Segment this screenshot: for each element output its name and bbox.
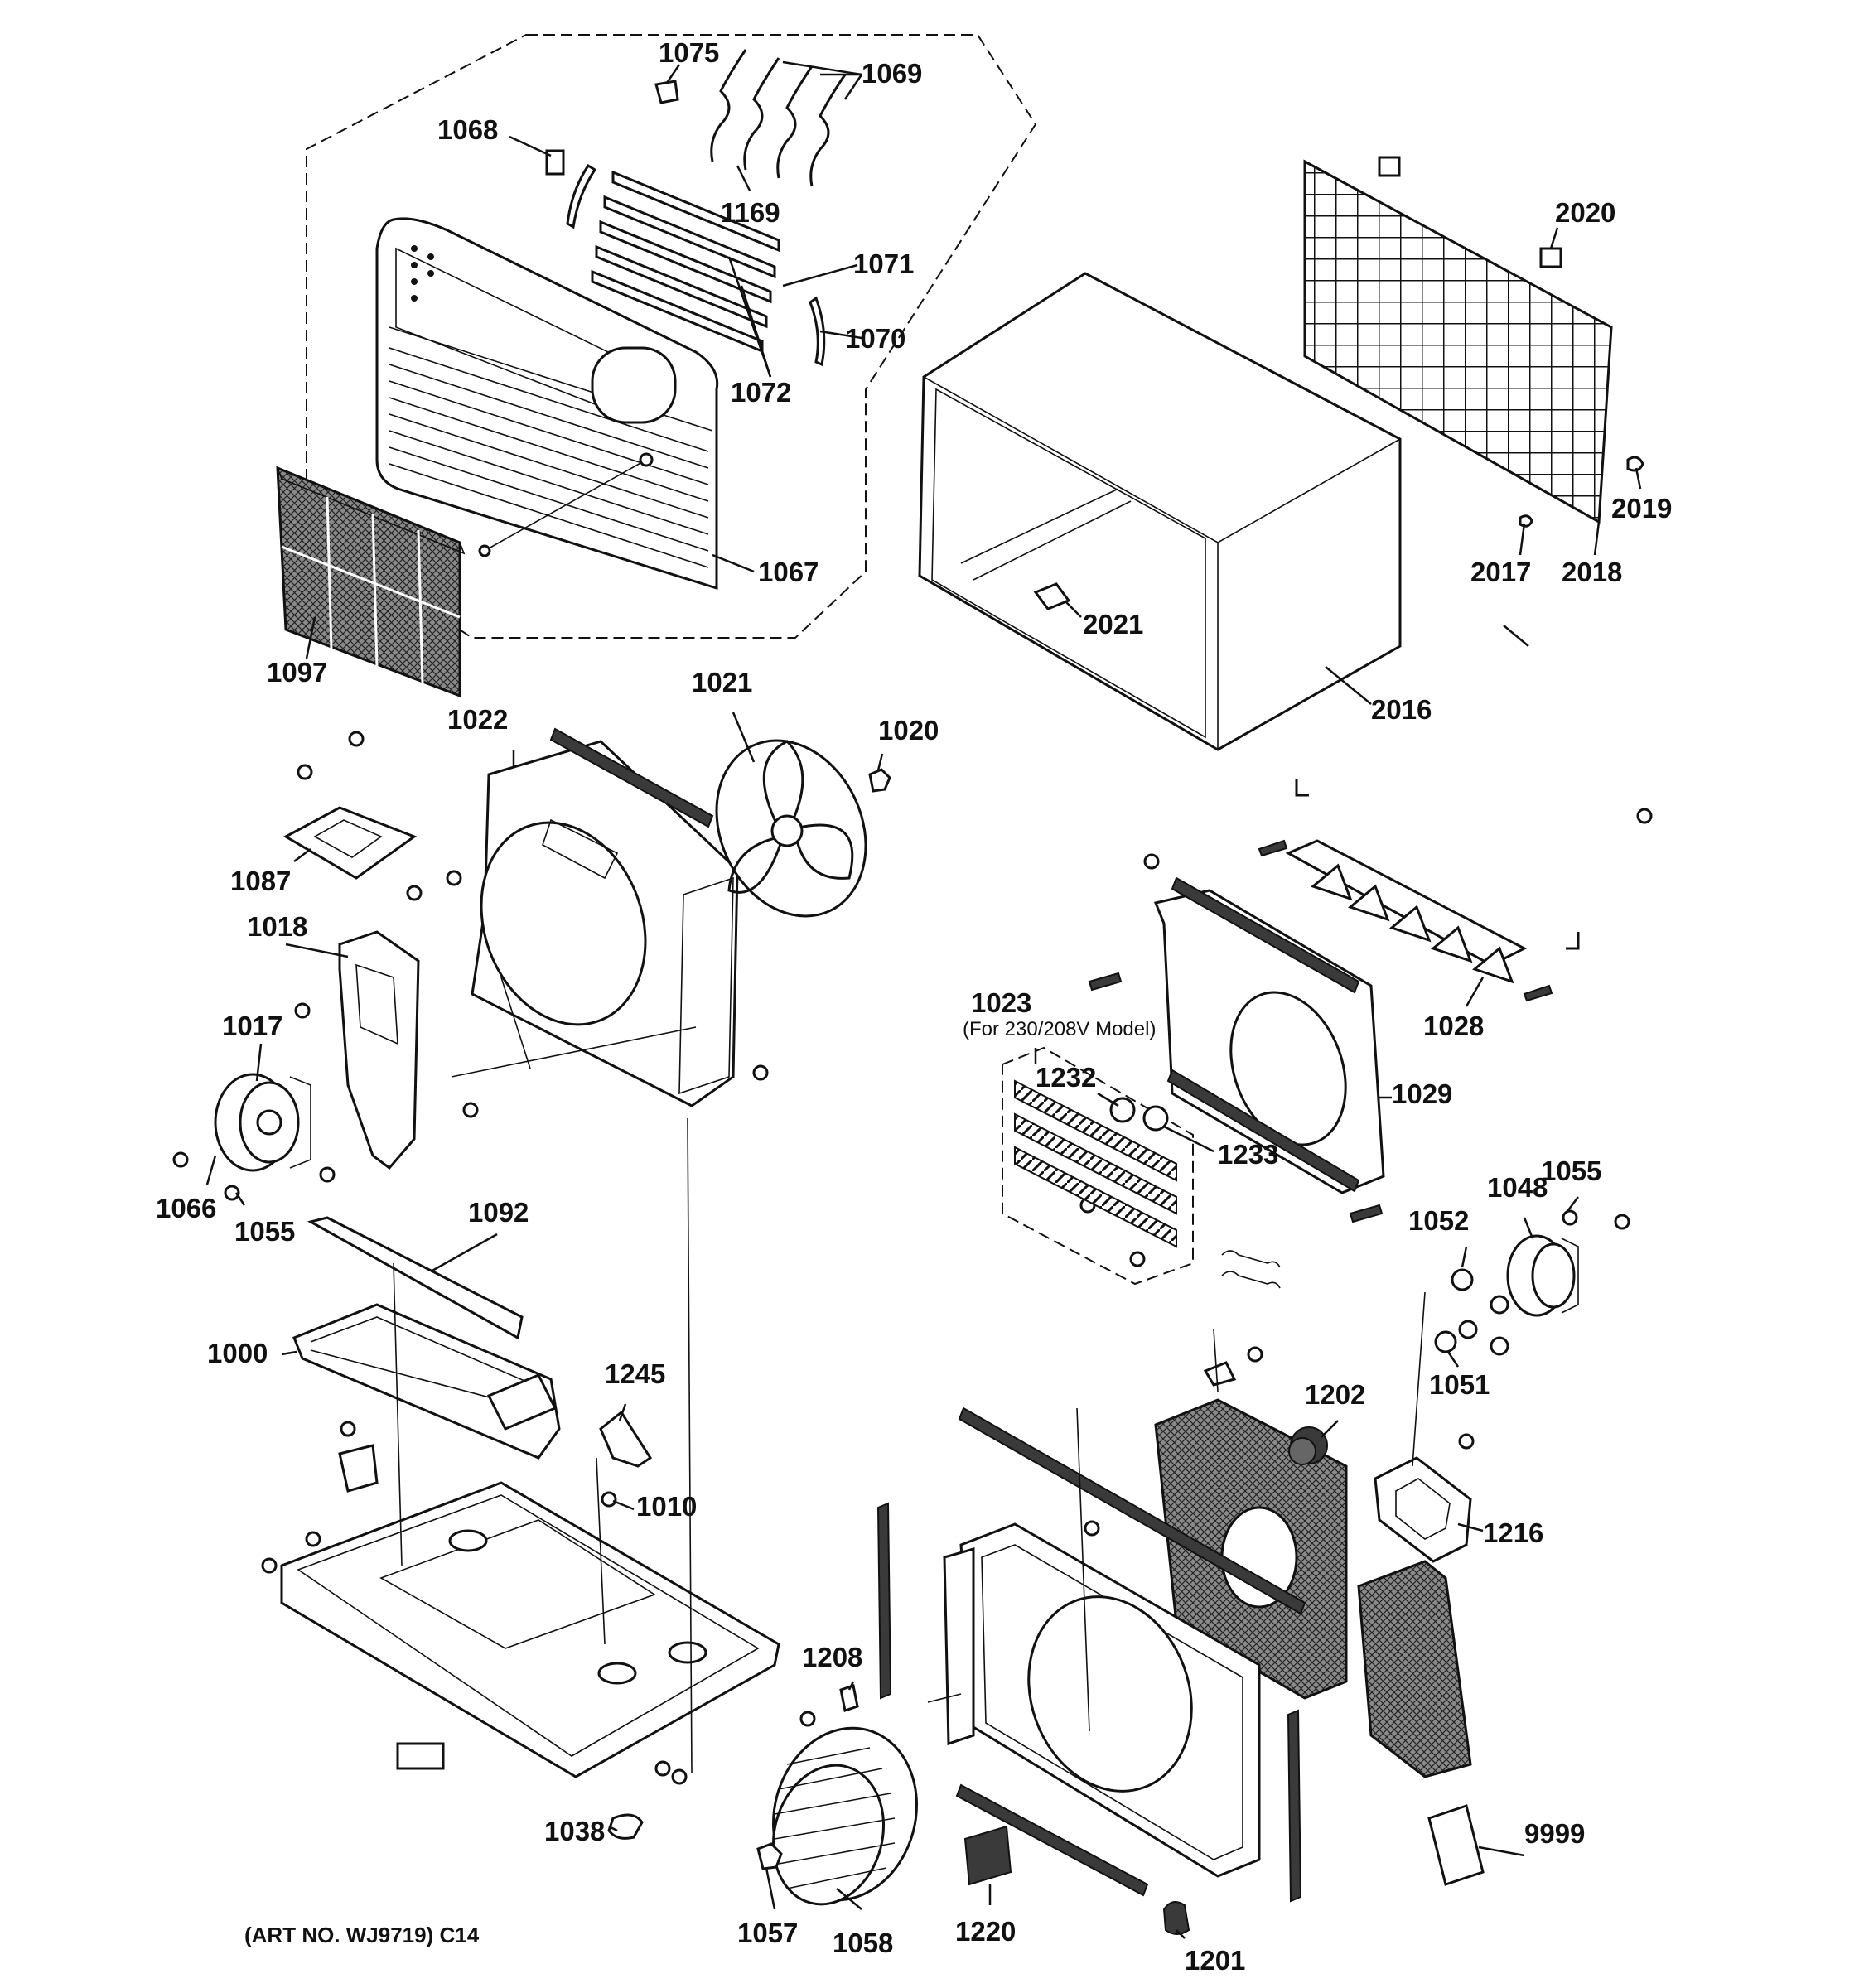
label-1017: 1017	[222, 1011, 282, 1041]
label-1010: 1010	[636, 1491, 697, 1522]
label-1070: 1070	[845, 323, 905, 354]
clip-2020	[1539, 247, 1562, 268]
fan-blade-1021	[715, 739, 867, 918]
bracket-assembly-1028	[1258, 779, 1580, 1002]
label-1232: 1232	[1036, 1062, 1096, 1093]
label-2021: 2021	[1083, 609, 1143, 639]
label-1048: 1048	[1487, 1172, 1548, 1203]
label-1087: 1087	[230, 866, 291, 896]
condenser-orifice-panel	[876, 1407, 1306, 1903]
label-1023: 1023	[971, 987, 1031, 1018]
label-1245: 1245	[605, 1358, 665, 1389]
motor-bracket-1018	[338, 930, 420, 1170]
clip-2021	[1033, 582, 1071, 610]
plate-1220	[963, 1825, 1012, 1886]
label-1022: 1022	[447, 704, 508, 735]
bracket-1245	[599, 1410, 653, 1468]
washer-1051	[1434, 1330, 1457, 1353]
label-1069: 1069	[862, 58, 922, 89]
blower-wheel-1058	[771, 1726, 918, 1906]
label-1057: 1057	[737, 1918, 798, 1948]
motor-mount-1087	[282, 806, 418, 880]
heater-assembly-1023	[1002, 1046, 1281, 1289]
label-1220: 1220	[955, 1916, 1016, 1947]
clip-1038	[607, 1813, 644, 1840]
nut-1052	[1451, 1268, 1474, 1291]
label-1068: 1068	[437, 114, 498, 145]
art-number: (ART NO. WJ9719) C14	[244, 1923, 480, 1947]
label-1029: 1029	[1392, 1078, 1452, 1109]
label-1055-right: 1055	[1541, 1156, 1601, 1186]
louvers-1071	[591, 170, 780, 354]
motor-mount-1216	[1374, 1456, 1472, 1563]
bushing-1202	[1288, 1426, 1328, 1465]
label-1058: 1058	[833, 1928, 893, 1958]
alignment-lines	[393, 977, 1426, 1773]
label-1097: 1097	[267, 657, 327, 688]
label-1051: 1051	[1429, 1369, 1490, 1400]
label-2018: 2018	[1562, 557, 1622, 587]
bulkhead-1029	[1088, 876, 1385, 1223]
label-2016: 2016	[1371, 694, 1432, 725]
screw-2019	[1626, 456, 1644, 472]
clip-1208	[839, 1684, 859, 1712]
screws	[172, 731, 1653, 1785]
cabinet-front-1067	[375, 217, 719, 591]
louver-bracket-1070	[809, 296, 826, 367]
label-1052: 1052	[1408, 1205, 1469, 1236]
seal-strip-top	[549, 727, 714, 828]
base-pan-1010	[280, 1444, 780, 1778]
clip-1068	[545, 149, 565, 176]
thermal-limiter-1232	[1109, 1097, 1136, 1123]
label-1020: 1020	[878, 715, 939, 746]
label-1071: 1071	[853, 248, 914, 279]
label-1233: 1233	[1218, 1139, 1278, 1170]
vane-links-1069	[710, 49, 847, 187]
part-labels: 1075 1069 1068 1169 1071 1070 1072 1067 …	[156, 37, 1672, 1976]
screw-2017	[1519, 514, 1533, 528]
label-1028: 1028	[1423, 1011, 1484, 1041]
label-1038: 1038	[544, 1816, 605, 1846]
outer-case-2016	[918, 272, 1402, 751]
label-1066: 1066	[156, 1193, 216, 1223]
fan-shroud-1022	[471, 727, 739, 1107]
label-1202: 1202	[1305, 1379, 1365, 1410]
manual-9999	[1427, 1804, 1485, 1886]
fan-motor-1017	[214, 1073, 311, 1172]
front-panel-group	[306, 34, 1037, 639]
leader-lines	[205, 60, 1642, 1939]
label-1055-left: 1055	[234, 1216, 295, 1247]
label-1000: 1000	[207, 1338, 268, 1368]
label-1021: 1021	[692, 667, 752, 697]
plug-1038-housing	[396, 1742, 445, 1770]
clip-1075	[654, 80, 679, 104]
clip-top-1202	[1203, 1361, 1237, 1387]
label-1092: 1092	[468, 1197, 529, 1228]
nut-1057	[756, 1842, 783, 1870]
label-2017: 2017	[1470, 557, 1531, 587]
louver-bracket-left	[566, 163, 597, 229]
insulation-1092	[307, 1216, 524, 1340]
condenser-motor-1048	[1506, 1234, 1579, 1317]
air-filter-1097	[276, 466, 466, 698]
label-1075: 1075	[659, 37, 719, 68]
label-2019: 2019	[1611, 493, 1672, 524]
nut-1020	[868, 768, 891, 793]
condenser-shroud-insulation	[1154, 1398, 1472, 1778]
label-1169: 1169	[721, 197, 780, 228]
label-1072: 1072	[731, 377, 791, 408]
thermal-limiter-1233	[1142, 1105, 1169, 1132]
label-1023-note: (For 230/208V Model)	[963, 1018, 1156, 1040]
label-9999: 9999	[1524, 1818, 1585, 1849]
label-1067: 1067	[758, 557, 819, 587]
label-2020: 2020	[1555, 197, 1615, 228]
label-1201: 1201	[1185, 1945, 1245, 1976]
drain-pan-1000	[292, 1303, 561, 1460]
label-1216: 1216	[1483, 1518, 1543, 1548]
label-1018: 1018	[247, 911, 307, 942]
mount-1201	[1162, 1901, 1190, 1935]
clip-top	[1378, 156, 1401, 177]
label-1208: 1208	[802, 1642, 862, 1672]
